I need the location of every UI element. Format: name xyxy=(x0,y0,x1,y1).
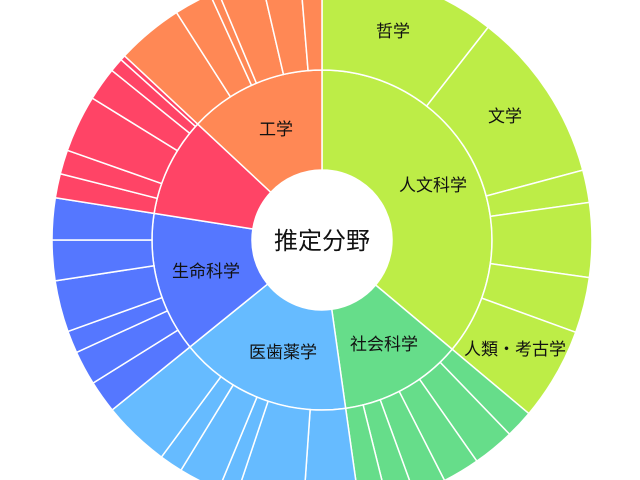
sector-label: 医歯薬学 xyxy=(249,343,317,363)
sunburst-rings xyxy=(51,0,593,480)
subsector-label: 文学 xyxy=(488,107,522,127)
subsector-5-5[interactable] xyxy=(300,0,323,72)
subsector-label: 人類・考古学 xyxy=(464,340,566,360)
sector-label: 人文科学 xyxy=(399,176,467,196)
subsector-label: 哲学 xyxy=(376,22,410,42)
center-label: 推定分野 xyxy=(274,227,370,255)
sector-label: 社会科学 xyxy=(350,335,418,355)
center-disc[interactable] xyxy=(252,170,392,310)
sector-label: 生命科学 xyxy=(172,262,240,282)
sector-label: 工学 xyxy=(259,120,293,140)
